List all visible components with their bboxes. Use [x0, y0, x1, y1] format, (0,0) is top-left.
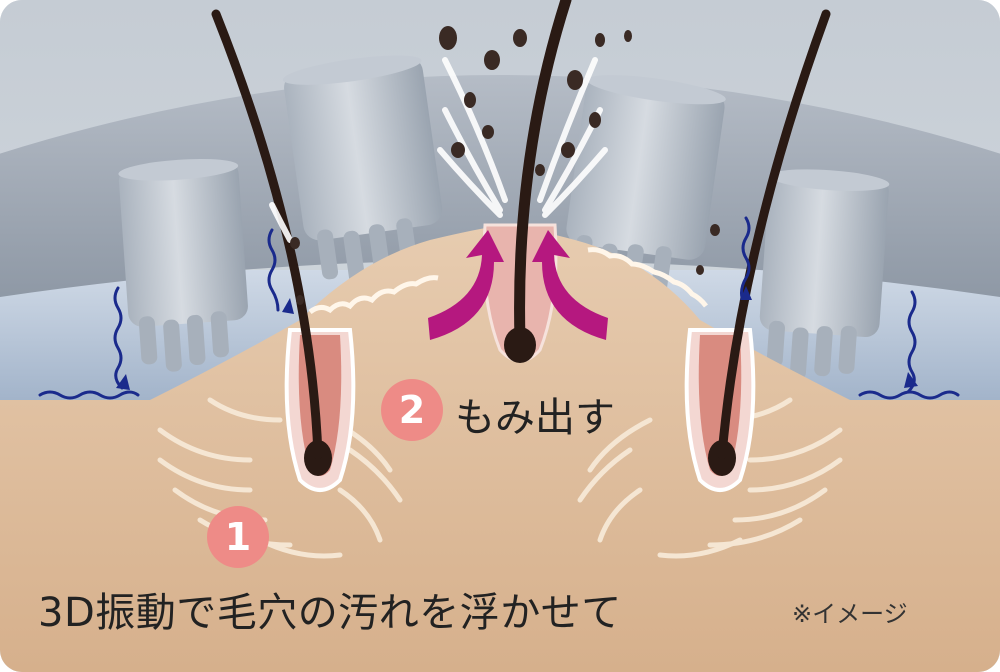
- vibration-nodes: [118, 55, 890, 380]
- follicle-right: [684, 328, 756, 492]
- vibration-ripples-right: [577, 397, 843, 559]
- vibration-wave-icon: [38, 216, 960, 400]
- caption: 3D振動で毛穴の汚れを浮かせて: [38, 590, 622, 636]
- step-2-label: もみ出す: [455, 395, 615, 441]
- step-2-badge: 2: [381, 379, 443, 441]
- skin-surface: [308, 275, 439, 315]
- follicle-left: [284, 328, 356, 492]
- push-arrow-icon: [428, 230, 608, 340]
- image-note: ※イメージ: [792, 600, 908, 628]
- step-1-badge: 1: [207, 506, 269, 568]
- dirt-particle-icon: [290, 26, 720, 305]
